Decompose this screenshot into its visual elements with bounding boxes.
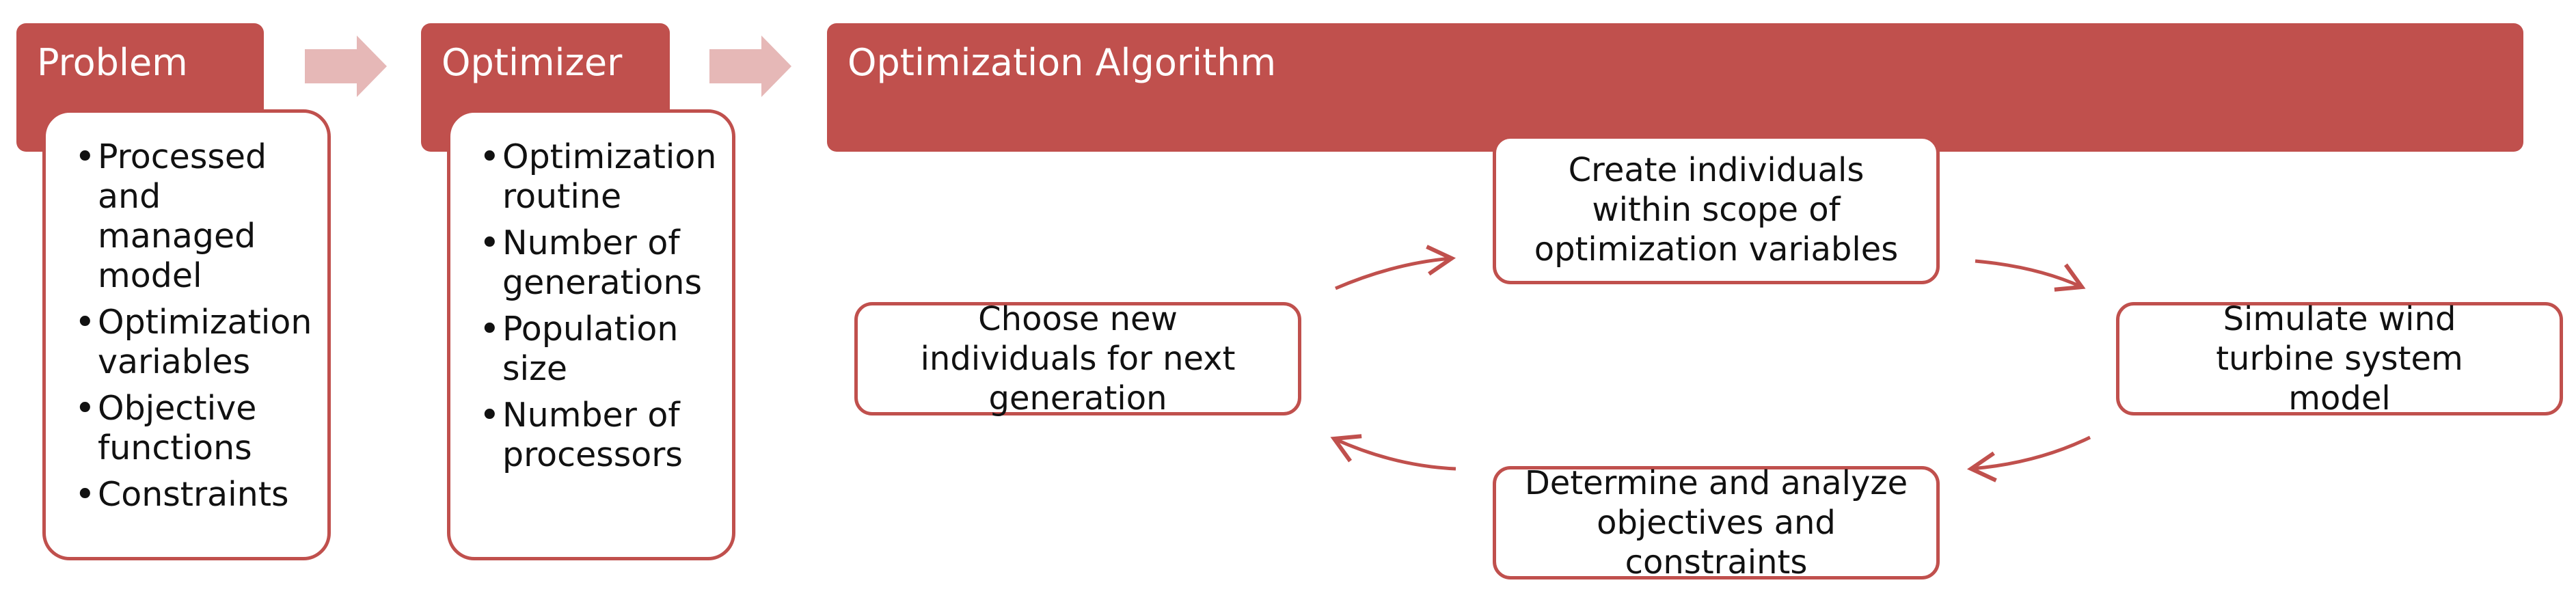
optimizer-card: Optimization routine Number of generatio… (447, 109, 735, 560)
cycle-arrow-icon (1975, 259, 2086, 292)
list-item: Optimization variables (74, 303, 321, 382)
list-item: Constraints (74, 475, 321, 515)
list-item: Population size (479, 310, 680, 389)
problem-card: Processed and managed model Optimization… (42, 109, 331, 560)
step-simulate-model: Simulate wind turbine system model (2116, 300, 2563, 418)
list-item: Number of processors (479, 396, 701, 475)
step-determine-objectives: Determine and analyze objectives and con… (1493, 464, 1940, 582)
cycle-arrow-icon (1330, 434, 1456, 471)
list-item: Number of generations (479, 223, 721, 303)
problem-list: Processed and managed model Optimization… (74, 137, 321, 521)
list-item: Objective functions (74, 389, 321, 468)
cycle-arrow-icon (1966, 435, 2091, 482)
optimizer-list: Optimization routine Number of generatio… (479, 137, 725, 482)
algorithm-header: Optimization Algorithm (827, 23, 2523, 152)
problem-title: Problem (37, 41, 188, 84)
step-create-individuals: Create individuals within scope of optim… (1493, 135, 1940, 284)
cycle-arrow-icon (1335, 245, 1456, 290)
list-item: Processed and managed model (74, 137, 267, 296)
list-item: Optimization routine (479, 137, 735, 217)
optimizer-title: Optimizer (442, 41, 623, 84)
algorithm-title: Optimization Algorithm (848, 41, 1277, 84)
step-choose-individuals: Choose new individuals for next generati… (854, 300, 1301, 418)
right-arrow-icon (709, 36, 791, 97)
right-arrow-icon (305, 36, 387, 97)
